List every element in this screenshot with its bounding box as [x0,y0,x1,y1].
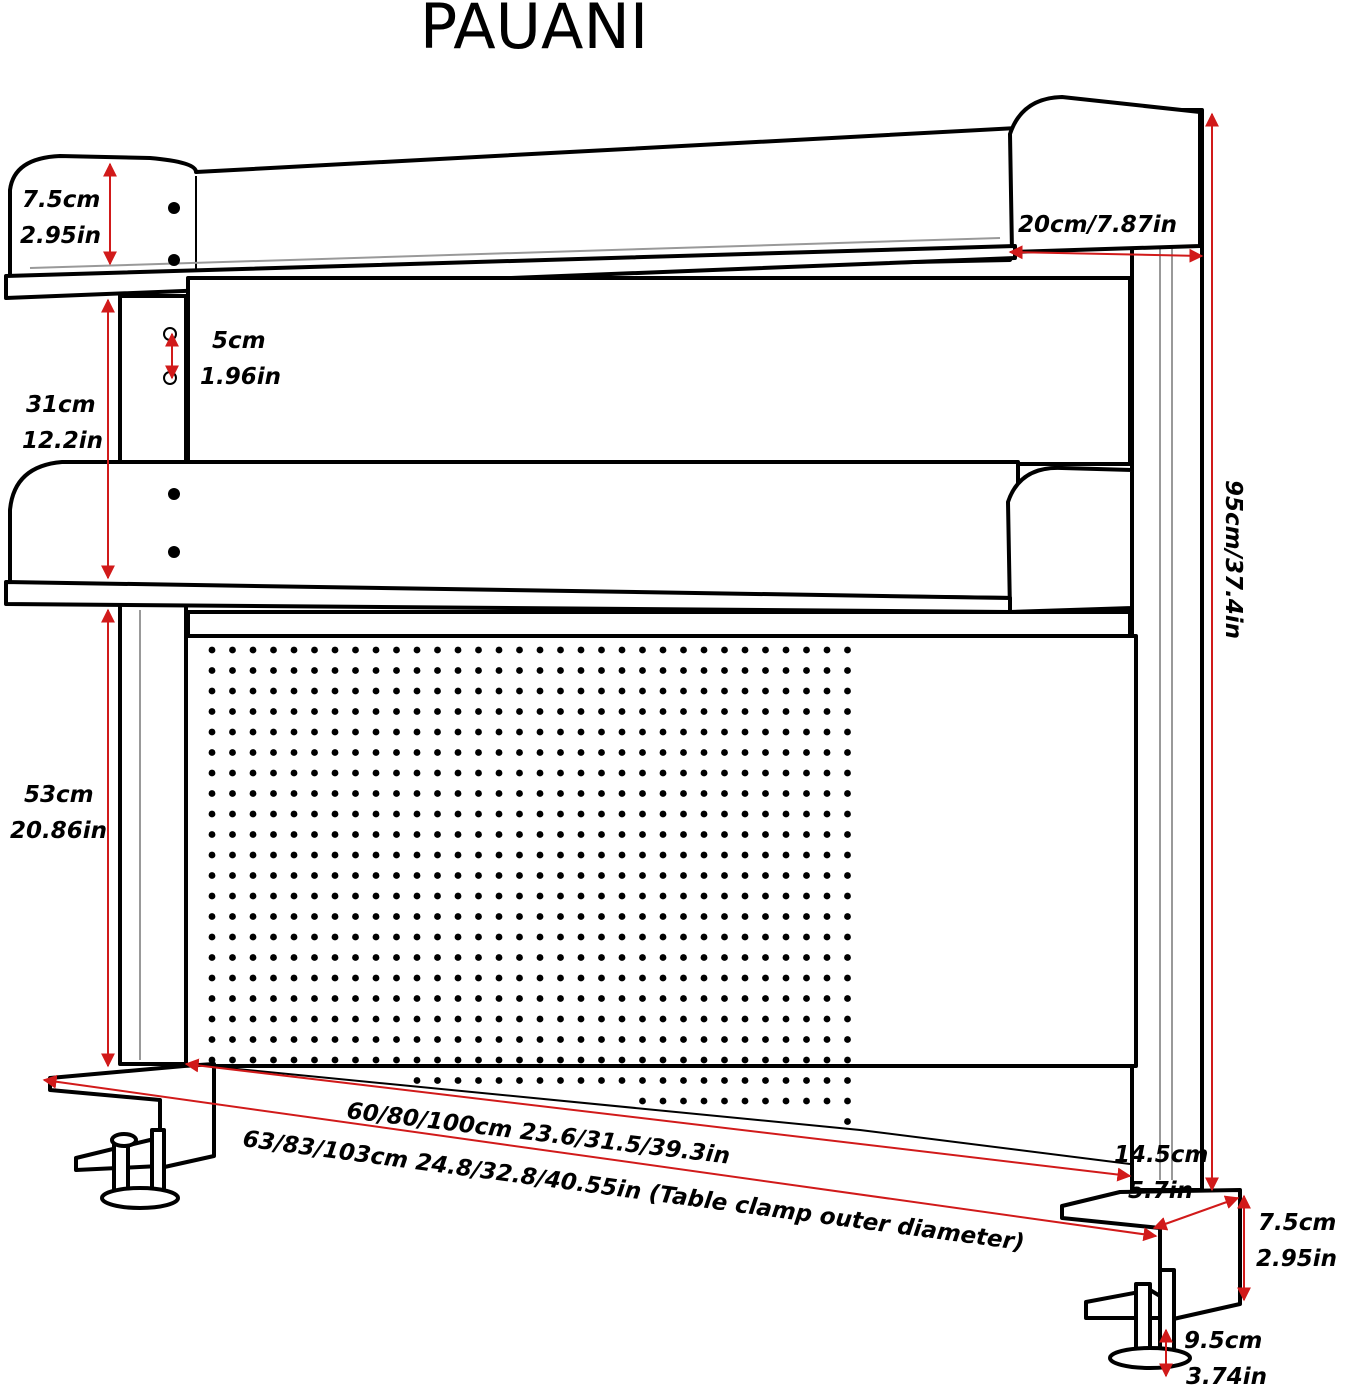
screw-icon [163,327,177,341]
brand-title: PAUANI [420,0,648,63]
label-clamp-height-in: 2.95in [1256,1246,1337,1272]
label-clamp-depth-cm: 14.5cm [1114,1142,1208,1168]
pegboard [184,634,1138,1165]
screw-icon [168,546,180,558]
dimension-lines [42,112,1251,1378]
screw-icon [168,254,180,266]
upper-backboard [163,276,1132,466]
dim-line-clamp-depth [1152,1195,1240,1231]
dim-line-clamp-width [42,1074,1158,1242]
top-shelf [4,95,1202,300]
label-shelf-gap-in: 12.2in [22,428,103,454]
label-top-shelf-in: 2.95in [20,223,101,249]
label-lower-height-in: 20.86in [10,818,107,844]
dim-line-shelf-depth [1008,245,1204,263]
screw-icon [168,488,180,500]
label-shelf-gap-cm: 31cm [26,392,96,418]
label-clamp-depth-in: 5.7in [1128,1178,1193,1204]
label-total-height: 95cm/37.4in [1220,480,1246,639]
label-clamp-height-cm: 7.5cm [1258,1210,1336,1236]
label-screw-spacing-in: 1.96in [200,364,281,390]
left-post [118,294,188,1066]
left-clamp [48,1062,216,1210]
label-clamp-opening-cm: 9.5cm [1184,1328,1262,1354]
label-shelf-depth: 20cm/7.87in [1018,212,1177,238]
screw-icon [168,202,180,214]
label-clamp-opening-in: 3.74in [1186,1364,1267,1390]
right-post [1130,108,1204,1192]
middle-shelf [4,460,1134,614]
screw-icon [163,371,177,385]
label-lower-height-cm: 53cm [24,782,94,808]
label-top-shelf-cm: 7.5cm [22,187,100,213]
label-screw-spacing-cm: 5cm [212,328,266,354]
